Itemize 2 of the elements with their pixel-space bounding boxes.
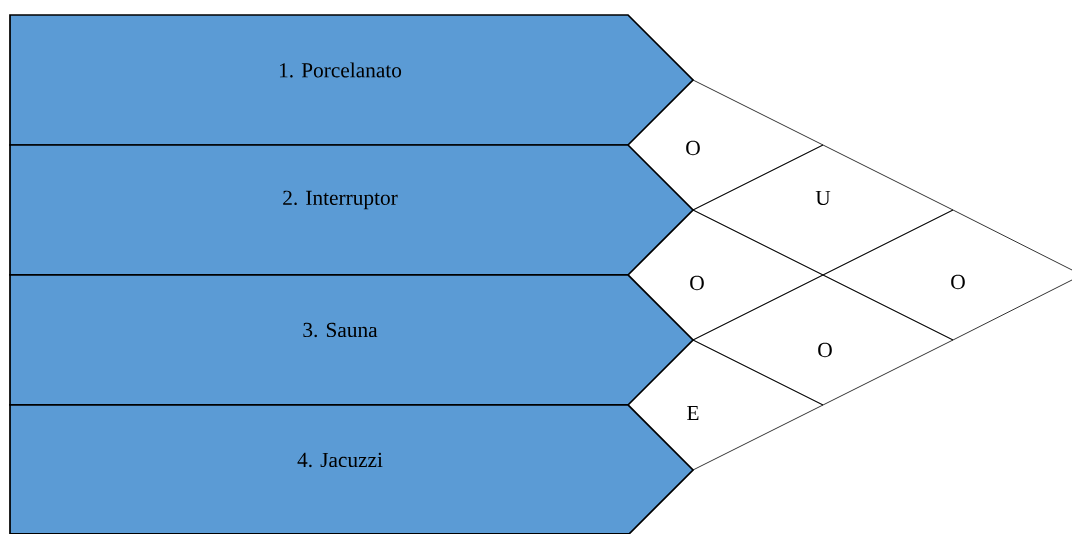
matrix-cell: O xyxy=(822,209,1072,341)
matrix-cell: O xyxy=(627,209,824,341)
